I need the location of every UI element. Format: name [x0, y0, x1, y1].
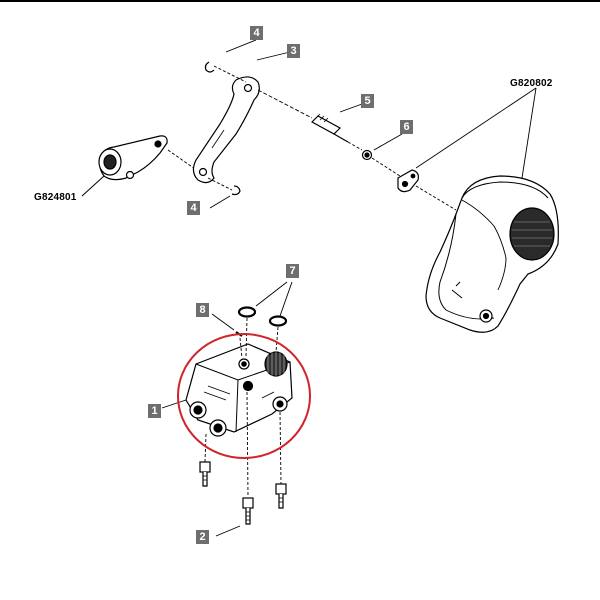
part-code-left-link: G824801: [34, 192, 77, 203]
small-bracket-part: [397, 169, 419, 193]
callout-4-bottom: 4: [187, 201, 200, 215]
part-code-right-housing: G820802: [510, 78, 553, 89]
callout-3: 3: [287, 44, 300, 58]
main-lever-part: [192, 76, 260, 184]
e-clip-top: [204, 39, 257, 83]
callout-6: 6: [400, 120, 413, 134]
valve-block-part: [185, 343, 293, 437]
washer-part: [361, 133, 403, 161]
small-pin-part: [211, 313, 243, 337]
callout-5: 5: [361, 94, 374, 108]
top-border: [0, 0, 600, 2]
o-rings-part: [237, 281, 293, 327]
right-housing-part: [425, 175, 559, 333]
pin-part: [311, 103, 363, 143]
callout-2: 2: [196, 530, 209, 544]
callout-8: 8: [196, 303, 209, 317]
callout-4-top: 4: [250, 26, 263, 40]
callout-7: 7: [286, 264, 299, 278]
callout-1: 1: [148, 404, 161, 418]
left-link-part: [81, 135, 168, 197]
e-clip-bottom: [207, 177, 241, 209]
highlight-circle: [177, 333, 311, 459]
